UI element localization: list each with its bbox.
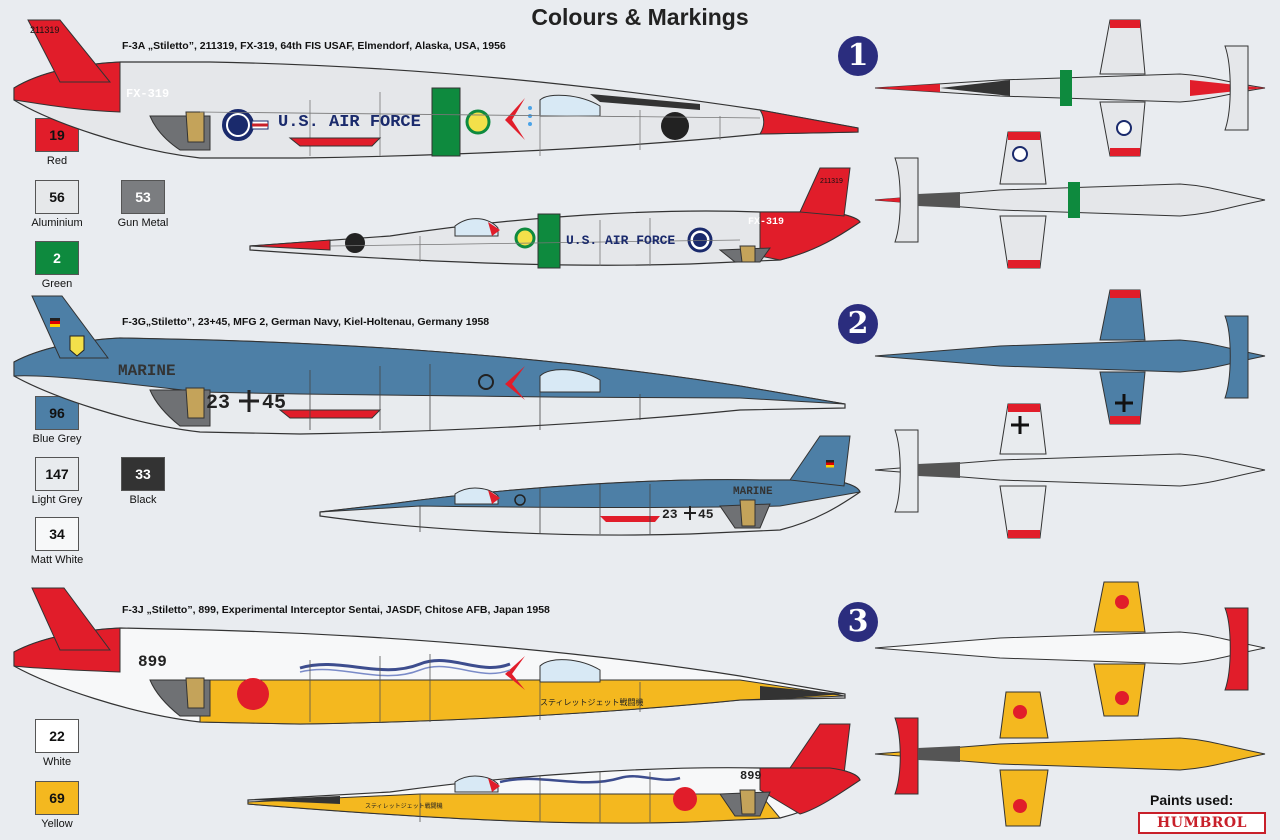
scheme-3-number-badge: 3 <box>838 602 878 642</box>
nose-code-marking-small: FX-319 <box>748 217 784 228</box>
scheme-3-top-view <box>874 581 1266 717</box>
scheme-1-caption: F-3A „Stiletto”, 211319, FX-319, 64th FI… <box>122 40 506 52</box>
scheme-3-caption: F-3J „Stiletto”, 899, Experimental Inter… <box>122 604 550 616</box>
paint-name: Yellow <box>41 818 73 830</box>
paint-swatch-green: 2 <box>35 241 79 275</box>
scheme-2-side-upper: MARINE 23 45 <box>13 295 846 435</box>
paint-name: Gun Metal <box>117 217 169 229</box>
scheme-1-number-badge: 1 <box>838 36 878 76</box>
paint-swatch-black: 33 <box>121 457 165 491</box>
scheme-1-side-lower: 211319 FX-319 U.S. AIR FORCE <box>249 167 861 269</box>
japanese-lettering: スティレットジェット戦闘機 <box>540 697 644 707</box>
paint-name: Red <box>46 155 68 167</box>
marine-lettering-small: MARINE <box>733 486 773 498</box>
fuselage-lettering: U.S. AIR FORCE <box>278 113 421 132</box>
serial-marking: 211319 <box>30 25 59 35</box>
code-marking: 899 <box>138 653 167 671</box>
code-right-small: 45 <box>698 507 714 522</box>
marine-lettering: MARINE <box>118 362 176 380</box>
serial-marking-small: 211319 <box>820 178 843 185</box>
scheme-2-top-view <box>874 289 1266 425</box>
scheme-3-side-upper: 899 スティレットジェット戦闘機 <box>13 587 846 725</box>
paint-swatch-aluminium: 56 <box>35 180 79 214</box>
scheme-2-bottom-view <box>874 403 1266 539</box>
paint-name: Matt White <box>30 554 84 566</box>
code-left-small: 23 <box>662 507 678 522</box>
paint-name: White <box>42 756 72 768</box>
paint-swatch-light-grey: 147 <box>35 457 79 491</box>
humbrol-logo: HUMBROL <box>1138 812 1266 834</box>
scheme-1-side-upper: 211319 FX-319 U.S. AIR FORCE <box>13 19 859 159</box>
scheme-1-top-view <box>874 19 1266 157</box>
japanese-lettering-small: スティレットジェット戦闘機 <box>365 802 443 810</box>
code-left: 23 <box>206 392 230 415</box>
scheme-2-caption: F-3G„Stiletto”, 23+45, MFG 2, German Nav… <box>122 316 490 328</box>
scheme-1-bottom-view <box>874 131 1266 269</box>
paint-swatch-matt-white: 34 <box>35 517 79 551</box>
code-marking-small: 899 <box>740 769 762 783</box>
paints-used-label: Paints used: <box>1150 792 1234 808</box>
paint-name: Light Grey <box>31 494 83 506</box>
paint-name: Green <box>41 278 73 290</box>
fuselage-lettering-small: U.S. AIR FORCE <box>566 233 675 248</box>
paint-name: Black <box>129 494 157 506</box>
code-right: 45 <box>262 392 286 415</box>
scheme-2-side-lower: MARINE 23 45 <box>319 435 861 536</box>
page-title: Colours & Markings <box>531 4 749 30</box>
paint-swatch-white: 22 <box>35 719 79 753</box>
paint-swatch-gun-metal: 53 <box>121 180 165 214</box>
paint-swatch-blue-grey: 96 <box>35 396 79 430</box>
scheme-3-bottom-view <box>874 691 1266 827</box>
scheme-2-number-badge: 2 <box>838 304 878 344</box>
scheme-3-side-lower: 899 スティレットジェット戦闘機 <box>247 723 861 824</box>
nose-code-marking: FX-319 <box>126 87 169 101</box>
paint-name: Blue Grey <box>32 433 82 445</box>
paint-swatch-yellow: 69 <box>35 781 79 815</box>
paint-name: Aluminium <box>31 217 83 229</box>
